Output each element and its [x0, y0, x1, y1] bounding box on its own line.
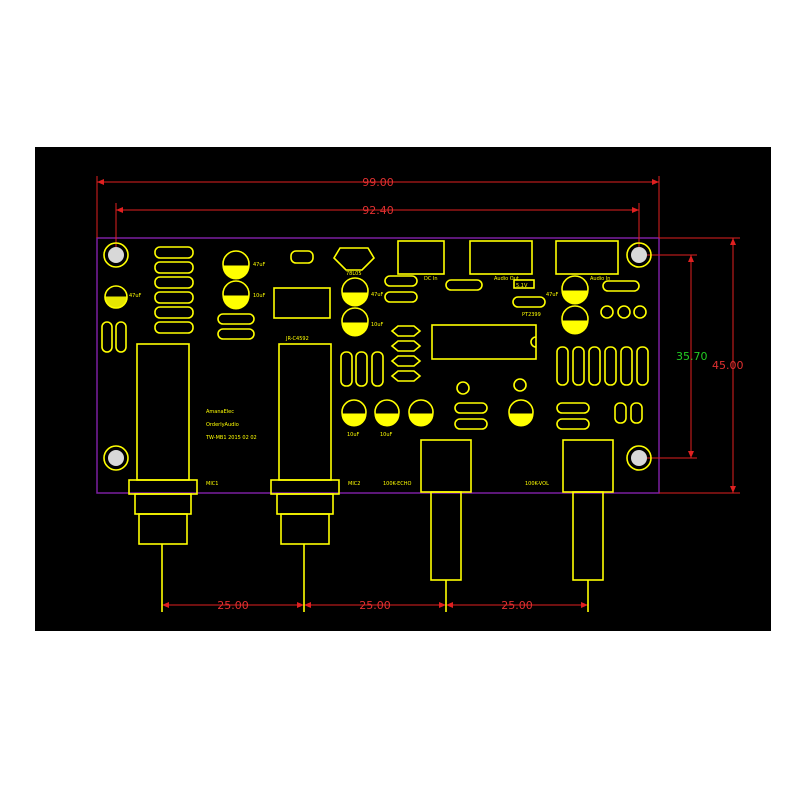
mic2-label: MIC2	[348, 481, 360, 487]
regulator-78l05: 78L05	[332, 247, 376, 277]
diode-column	[390, 325, 422, 382]
svg-text:5.1V: 5.1V	[516, 283, 528, 289]
dim-pitch-2-label: 25.00	[359, 599, 391, 612]
board-outline	[96, 237, 660, 494]
jack-footprint: JR-C4592	[273, 287, 331, 342]
svg-text:DC In: DC In	[424, 276, 438, 282]
drawing-background	[35, 147, 771, 631]
svg-text:10uF: 10uF	[347, 432, 360, 438]
mounting-hole-tl	[103, 242, 129, 268]
ic-pt2399	[431, 324, 537, 360]
dim-board-width: 99.00	[96, 176, 660, 238]
cap-10uf-4: 10uF	[341, 399, 367, 438]
dim-board-width-label: 99.00	[362, 176, 394, 189]
mic1-jack: MIC1	[128, 343, 218, 612]
mounting-hole-bl	[103, 445, 129, 471]
dim-hole-span-label: 92.40	[362, 204, 394, 217]
dim-pitch-1-label: 25.00	[217, 599, 249, 612]
resistor-right-top	[602, 280, 640, 292]
svg-text:47uF: 47uF	[371, 292, 384, 298]
svg-text:10uF: 10uF	[253, 293, 266, 299]
resistor-r2	[384, 291, 418, 303]
dim-board-height-label: 45.00	[712, 359, 744, 372]
resistor-r1	[384, 275, 418, 287]
svg-text:AmanaElec: AmanaElec	[206, 409, 234, 415]
resistor-mid-a	[445, 279, 483, 291]
svg-text:Audio In: Audio In	[590, 276, 610, 282]
cap-10uf-5: 10uF	[374, 399, 400, 438]
cap-47uf-2: 47uF	[341, 277, 384, 307]
svg-text:78L05: 78L05	[346, 271, 362, 277]
cap-left-47uf: 47uF	[104, 285, 142, 309]
svg-text:OrderlyAudio: OrderlyAudio	[206, 422, 239, 428]
mic1-label: MIC1	[206, 481, 218, 487]
svg-text:47uF: 47uF	[253, 262, 266, 268]
cap-47uf-1: 47uF	[222, 250, 266, 280]
cap-small-104	[290, 250, 314, 264]
svg-text:JR-C4592: JR-C4592	[285, 336, 309, 342]
cap-10uf-1: 10uF	[222, 280, 266, 310]
resistor-col2-b	[217, 328, 255, 340]
cap-10uf-2: 10uF	[341, 307, 384, 337]
connector-dc-in: DC In	[397, 240, 445, 282]
dim-hole-height-label: 35.70	[676, 350, 708, 363]
svg-text:Audio Out: Audio Out	[494, 276, 519, 282]
cap-47uf-3: 47uF	[546, 275, 589, 305]
svg-text:47uF: 47uF	[129, 293, 142, 299]
resistor-left-pair	[101, 321, 127, 353]
cap-10uf-3	[561, 305, 589, 335]
resistor-mid-b	[512, 296, 546, 308]
svg-text:TW-MB1 2015 02 02: TW-MB1 2015 02 02	[205, 435, 257, 441]
cap-10uf-6	[408, 399, 434, 427]
connector-audio-in: Audio In	[555, 240, 619, 282]
svg-text:47uF: 47uF	[546, 292, 559, 298]
dim-hole-height: 35.70	[639, 254, 708, 459]
echo-potentiometer: 100K-ECHO	[383, 439, 472, 612]
cap-pair-center	[454, 378, 643, 430]
vol-potentiometer: 100K-VOL	[525, 439, 614, 612]
resistor-stack	[154, 246, 194, 334]
dim-pitch-3-label: 25.00	[501, 599, 533, 612]
dim-hole-span: 92.40	[115, 203, 640, 254]
cap-pads-right	[600, 305, 647, 319]
board-text: AmanaElec OrderlyAudio TW-MB1 2015 02 02	[205, 409, 257, 441]
mounting-holes	[103, 242, 652, 471]
mounting-hole-tr	[626, 242, 652, 268]
mounting-hole-br	[626, 445, 652, 471]
resistor-vertical-mid	[340, 351, 384, 387]
svg-text:10uF: 10uF	[380, 432, 393, 438]
connector-audio-out: Audio Out	[469, 240, 533, 282]
ic-name-label: PT2399	[522, 312, 541, 318]
dim-board-height: 45.00	[659, 237, 744, 494]
svg-text:10uF: 10uF	[371, 322, 384, 328]
echo-pot-label: 100K-ECHO	[383, 481, 412, 487]
cap-right-bottom	[508, 399, 534, 427]
resistor-vertical-right	[556, 346, 649, 386]
zener-5v1: 5.1V	[513, 279, 535, 289]
resistor-col2-a	[217, 313, 255, 325]
vol-pot-label: 100K-VOL	[525, 481, 549, 487]
mic2-jack: MIC2	[270, 343, 360, 612]
